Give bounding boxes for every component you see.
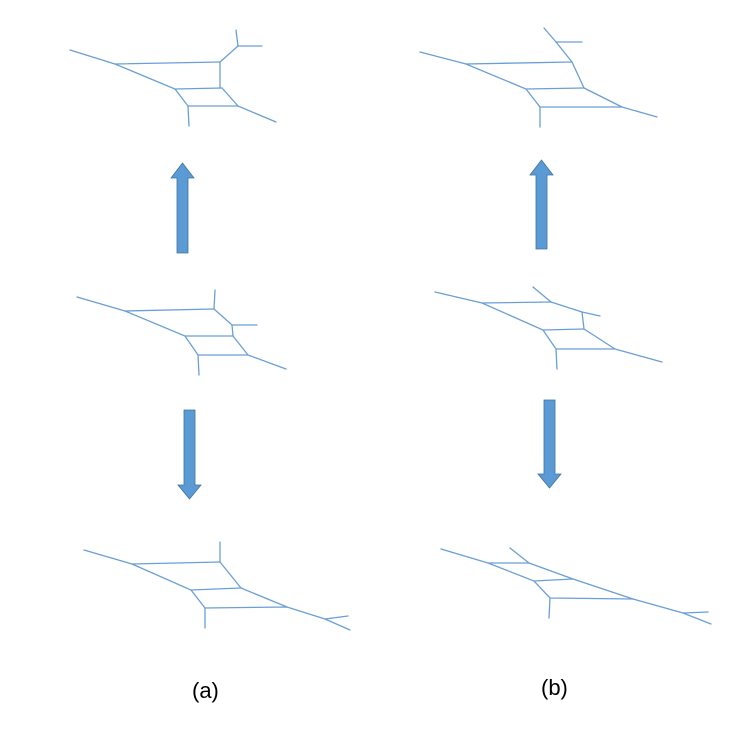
network-b-middle [434, 286, 663, 370]
network-b-top [419, 27, 658, 128]
network-b-bottom [440, 547, 712, 625]
down-arrow-b [537, 399, 562, 489]
network-a-top [69, 29, 277, 127]
down-arrow-a [177, 409, 202, 500]
up-arrow-a [170, 162, 195, 254]
network-a-middle [76, 289, 287, 376]
network-a-bottom [83, 541, 351, 631]
caption-b: (b) [541, 675, 568, 700]
up-arrow-b [529, 159, 554, 250]
caption-a: (a) [192, 678, 219, 703]
